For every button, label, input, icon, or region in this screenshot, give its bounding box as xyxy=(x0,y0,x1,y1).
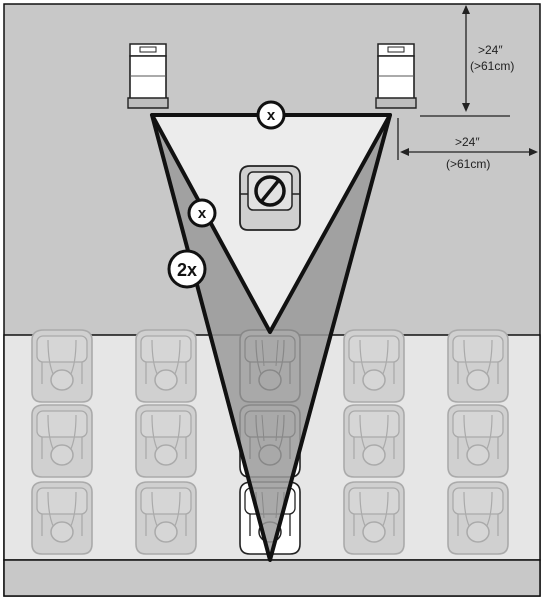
faded-seat xyxy=(135,481,197,555)
side-distance-label: x xyxy=(198,205,207,222)
faded-seat xyxy=(31,329,93,403)
double-distance-badge: 2x xyxy=(167,249,207,289)
faded-seat xyxy=(31,404,93,478)
prohibited-seat-icon xyxy=(239,165,301,231)
speaker-icon xyxy=(127,43,169,109)
side-distance-badge: x xyxy=(187,198,217,228)
vertical-dimension: >24″ (>61cm) xyxy=(420,5,514,117)
faded-seat xyxy=(31,481,93,555)
horizontal-dimension-metric: (>61cm) xyxy=(446,157,490,171)
faded-seat xyxy=(447,404,509,478)
faded-seat xyxy=(447,481,509,555)
faded-seat xyxy=(135,329,197,403)
top-distance-label: x xyxy=(267,107,276,124)
faded-seat xyxy=(343,481,405,555)
horizontal-dimension: >24″ (>61cm) xyxy=(397,118,538,171)
horizontal-dimension-label: >24″ xyxy=(455,135,480,149)
faded-seat xyxy=(447,329,509,403)
speaker-icon xyxy=(375,43,417,109)
faded-seat xyxy=(135,404,197,478)
vertical-dimension-label: >24″ xyxy=(478,43,503,57)
faded-seat xyxy=(343,404,405,478)
vertical-dimension-metric: (>61cm) xyxy=(470,59,514,73)
top-distance-badge: x xyxy=(256,100,286,130)
double-distance-label: 2x xyxy=(177,260,197,280)
faded-seat xyxy=(343,329,405,403)
floor-strip xyxy=(3,559,541,597)
